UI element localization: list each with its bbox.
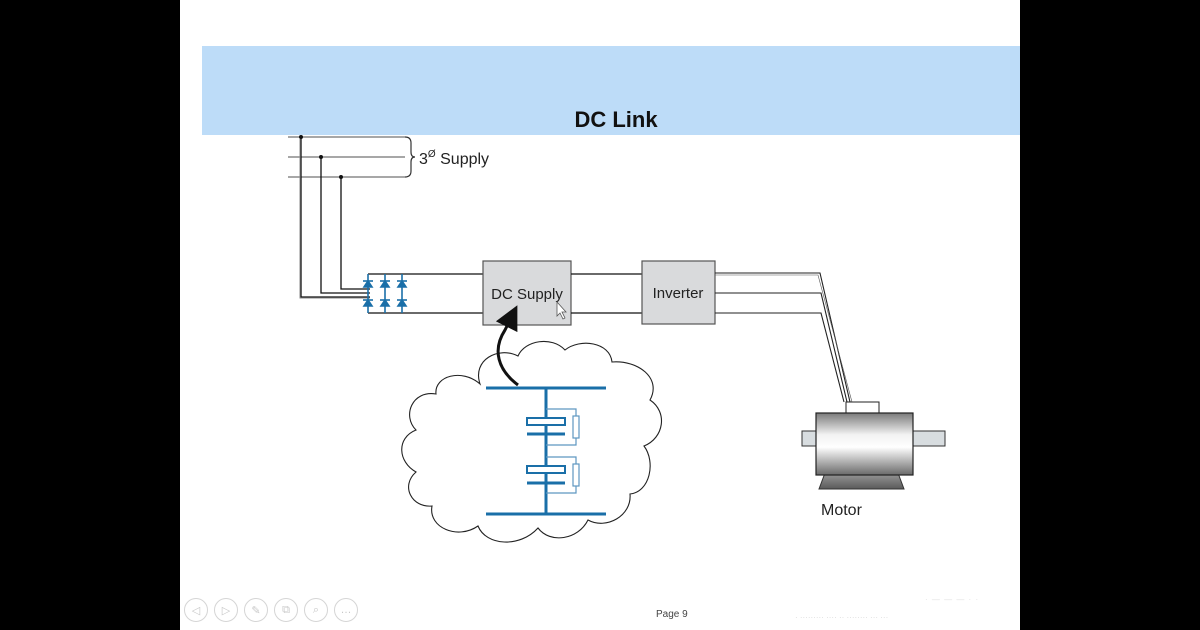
page-number: Page 9 — [656, 609, 688, 620]
pen-icon: ✎ — [251, 604, 261, 617]
inverter-block[interactable]: Inverter — [641, 260, 716, 325]
slide-title: DC Link — [574, 107, 658, 132]
slides-icon: ⧉ — [282, 603, 290, 616]
inverter-label: Inverter — [653, 285, 704, 302]
title-band: DC Link — [202, 46, 1020, 135]
cloud-callout — [401, 340, 663, 543]
motor-feed-lines — [715, 272, 853, 403]
dc-supply-label: DC Supply — [491, 286, 563, 303]
three-phase-supply-lines — [288, 135, 405, 299]
slide-sorter-button[interactable]: ⧉ — [274, 598, 298, 622]
dc-link-capacitor-bank — [486, 386, 606, 516]
arrow-to-dc-supply — [495, 305, 519, 387]
ellipsis-icon: … — [340, 604, 352, 616]
footer-faint-text-bottom: · ········· ···· ·· ········ ··· ··· — [795, 613, 889, 622]
previous-slide-button[interactable]: ◁ — [184, 598, 208, 622]
dc-supply-block[interactable]: DC Supply — [482, 260, 572, 326]
supply-brace — [404, 136, 416, 178]
supply-label: 3Ø Supply — [419, 149, 489, 168]
zoom-button[interactable]: ⌕ — [304, 598, 328, 622]
motor-icon — [801, 401, 946, 490]
mouse-cursor-icon — [556, 300, 567, 320]
presentation-nav-bar: ◁ ▷ ✎ ⧉ ⌕ … — [184, 598, 358, 622]
arrow-left-icon: ◁ — [191, 604, 201, 617]
dc-bus-lines — [571, 273, 642, 314]
footer-faint-text-top: · — — — · · — [925, 595, 980, 604]
motor-label: Motor — [821, 502, 863, 519]
slide: DC Link — [180, 0, 1020, 630]
dc-link-diagram: 3Ø Supply DC Supply — [288, 135, 946, 543]
next-slide-button[interactable]: ▷ — [214, 598, 238, 622]
arrow-right-icon: ▷ — [221, 604, 231, 617]
magnifier-icon: ⌕ — [312, 603, 320, 616]
rectifier-bridge — [362, 273, 483, 314]
more-options-button[interactable]: … — [334, 598, 358, 622]
pen-tool-button[interactable]: ✎ — [244, 598, 268, 622]
